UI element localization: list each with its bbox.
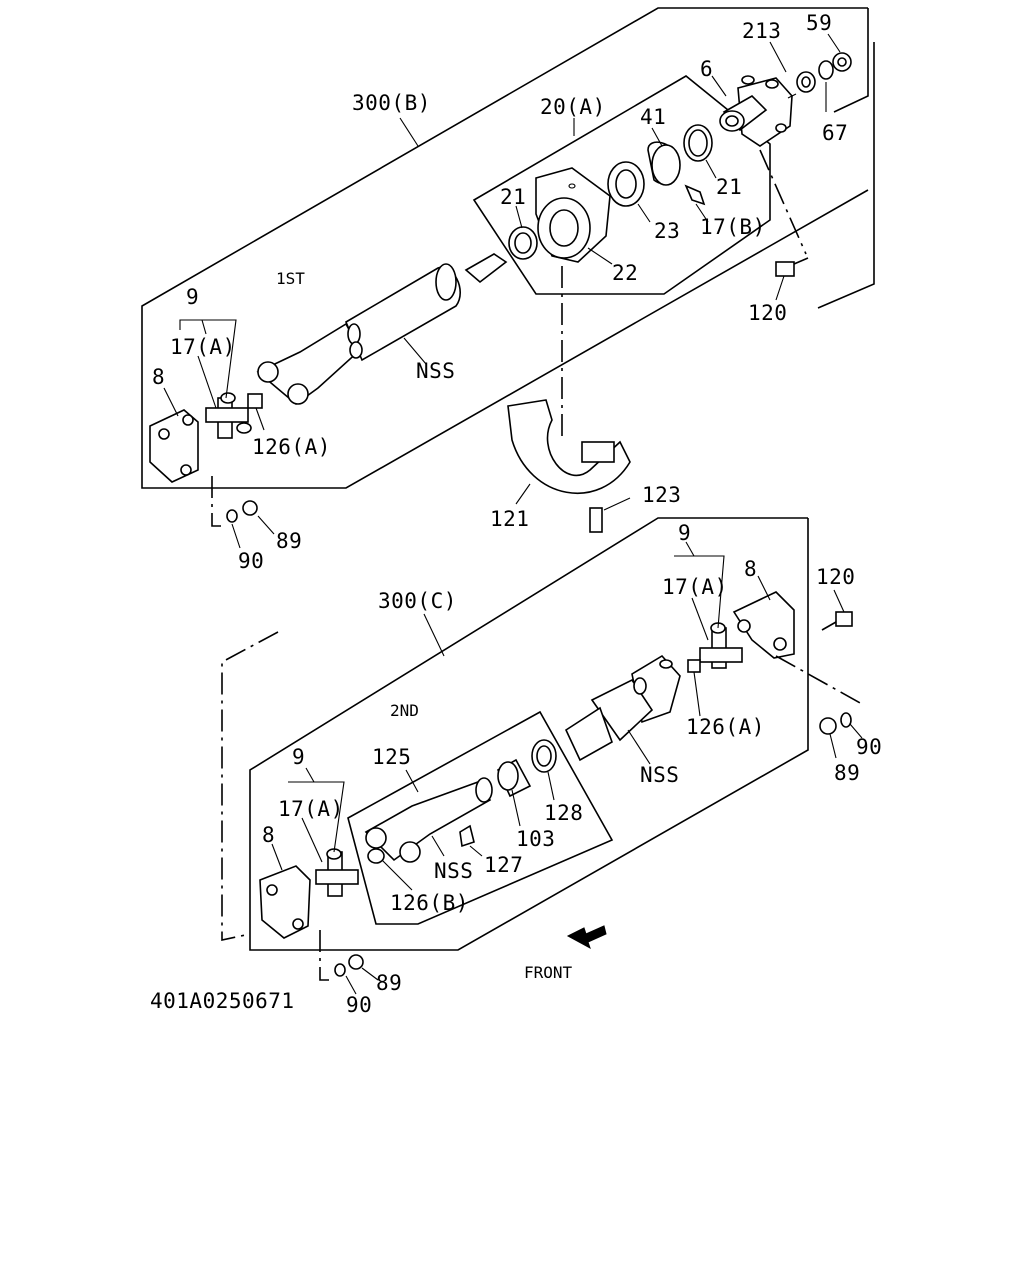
callout-126b: 126(B) [390, 891, 469, 915]
washer-90-2nd [840, 712, 852, 728]
callout-213: 213 [742, 19, 781, 43]
position-label-1st: 1ST [276, 269, 305, 288]
bracket-121 [507, 399, 631, 495]
callout-89-3rd: 89 [376, 971, 402, 995]
callout-59: 59 [806, 11, 832, 35]
grease-plug-126b [367, 848, 385, 864]
propeller-shaft-1st [256, 253, 508, 406]
universal-joint-1st [205, 392, 252, 439]
callout-90-2nd: 90 [856, 735, 882, 759]
ring-128 [531, 739, 557, 773]
callout-121: 121 [490, 507, 529, 531]
bolt-120-1st [775, 257, 809, 277]
slip-yoke-125 [364, 777, 493, 863]
nut-89-3rd [348, 954, 364, 970]
group-300b-boundary [817, 42, 875, 309]
callout-9-1st: 9 [186, 285, 199, 309]
callout-6: 6 [700, 57, 713, 81]
callout-17a-2nd-left: 17(A) [278, 797, 344, 821]
callout-120-top: 120 [748, 301, 787, 325]
callout-89-2nd: 89 [834, 761, 860, 785]
callout-128: 128 [544, 801, 583, 825]
seal-21-rear [683, 124, 713, 162]
callout-21-front: 21 [500, 185, 526, 209]
grease-plug-126a-1st [247, 393, 263, 409]
callout-23: 23 [654, 219, 680, 243]
callout-90-3rd: 90 [346, 993, 372, 1017]
callout-nss-2nd: NSS [640, 763, 679, 787]
callout-103: 103 [516, 827, 555, 851]
group-300c-boundary [249, 517, 809, 951]
callout-17b: 17(B) [700, 215, 766, 239]
center-bearing-box [472, 75, 771, 295]
callout-9-2nd-left: 9 [292, 745, 305, 769]
callout-67: 67 [822, 121, 848, 145]
grease-nipple-17b [684, 184, 706, 206]
ring-41 [647, 141, 681, 186]
leader-lines [163, 33, 863, 995]
group-300b [141, 7, 875, 533]
callout-123: 123 [642, 483, 681, 507]
nut-89-1st [242, 500, 258, 516]
seal-21-front [508, 226, 538, 260]
front-arrow-icon [566, 925, 607, 950]
washer-90-3rd [334, 963, 346, 977]
diagram-id: 401A0250671 [150, 989, 295, 1013]
group-label-300b: 300(B) [352, 91, 431, 115]
group-label-20a: 20(A) [540, 95, 606, 119]
bolt-120-2nd [821, 611, 853, 631]
callout-41: 41 [640, 105, 666, 129]
callout-nss-3rd: NSS [434, 859, 473, 883]
callout-labels: 300(B) 20(A) 1ST 213 59 6 67 41 21 21 23… [150, 11, 882, 1017]
nut-59 [832, 52, 852, 72]
washer-67 [818, 60, 834, 80]
callout-17a-1st: 17(A) [170, 335, 236, 359]
universal-joint-2nd-left [315, 848, 359, 897]
callout-nss-1st: NSS [416, 359, 455, 383]
callout-125: 125 [372, 745, 411, 769]
group-label-300c: 300(C) [378, 589, 457, 613]
callout-126a-1st: 126(A) [252, 435, 331, 459]
slip-yoke-box [347, 710, 614, 925]
callout-17a-2nd-right: 17(A) [662, 575, 728, 599]
front-label: FRONT [524, 963, 573, 982]
callout-90-1st: 90 [238, 549, 264, 573]
propeller-shaft-2nd [564, 654, 681, 762]
grease-nipple-127 [459, 824, 475, 848]
flange-yoke-8-2nd-left [259, 865, 311, 939]
flange-yoke-8-2nd-right [732, 591, 795, 659]
callout-126a-2nd: 126(A) [686, 715, 765, 739]
universal-joint-2nd-right [699, 622, 743, 669]
position-label-2nd: 2ND [390, 701, 419, 720]
callout-120-2nd: 120 [816, 565, 855, 589]
nut-89-2nd [819, 717, 837, 735]
callout-89-1st: 89 [276, 529, 302, 553]
center-bearing-22 [535, 167, 611, 263]
callout-21-rear: 21 [716, 175, 742, 199]
callout-22: 22 [612, 261, 638, 285]
group-300c [221, 517, 863, 981]
bearing-23 [607, 161, 645, 207]
flange-yoke-8-1st [149, 409, 199, 483]
companion-flange [719, 75, 793, 147]
bushing-103 [496, 758, 532, 798]
grease-plug-126a-2nd [687, 659, 701, 673]
washer-90-1st [226, 509, 238, 523]
callout-8-1st: 8 [152, 365, 165, 389]
callout-9-2nd-right: 9 [678, 521, 691, 545]
bolt-123 [589, 507, 603, 533]
callout-8-2nd-right: 8 [744, 557, 757, 581]
washer-213 [787, 71, 816, 99]
callout-127: 127 [484, 853, 523, 877]
callout-8-2nd-left: 8 [262, 823, 275, 847]
